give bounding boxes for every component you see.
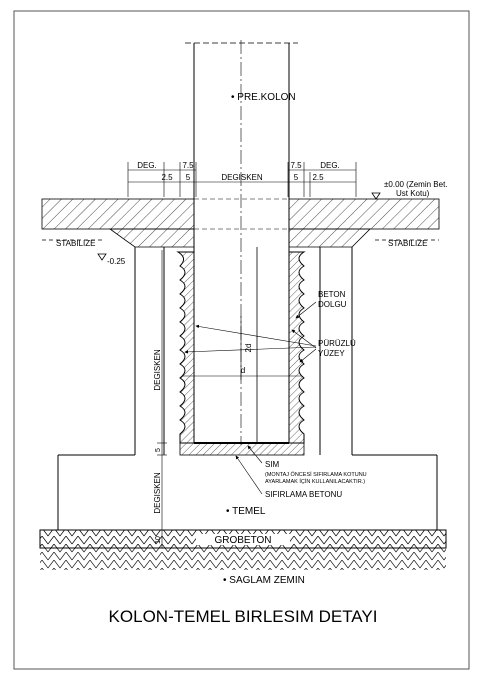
zemin-line2: Ust Kotu)	[396, 189, 430, 198]
level-marker-icon	[371, 192, 381, 200]
dim-75-right: 7.5	[290, 161, 302, 170]
label-beton-1: BETON	[318, 290, 346, 299]
floor-slab	[41, 198, 440, 248]
leader-puruzlu-d	[299, 348, 317, 363]
level-minus-025: -0.25	[107, 257, 126, 266]
grout-fill-left	[176, 251, 195, 444]
label-puruzlu-2: YÜZEY	[318, 349, 345, 358]
leader-puruzlu-c	[291, 329, 317, 349]
stabilize-left: STABILIZE	[56, 239, 95, 248]
leader-puruzlu-b	[184, 346, 317, 354]
dim-10-grobeton: 10	[155, 536, 162, 544]
leader-sim	[247, 445, 263, 464]
dim-25-right: 2.5	[312, 173, 324, 182]
label-puruzlu-1: PÜRÜZLÜ	[318, 339, 356, 348]
foundation-socket	[134, 247, 353, 455]
grobeton-label-bg	[196, 534, 290, 545]
label-saglam-zemin: • SAGLAM ZEMIN	[223, 575, 305, 586]
drawing-title: KOLON-TEMEL BIRLESIM DETAYI	[109, 607, 378, 626]
dim-25-left: 2.5	[161, 173, 173, 182]
label-sifirlama: SIFIRLAMA BETONU	[265, 490, 342, 499]
label-temel: • TEMEL	[226, 506, 266, 517]
leader-puruzlu-a	[195, 324, 317, 347]
level-marker-small-icon	[97, 253, 107, 261]
foundation-outline	[57, 454, 438, 530]
dim-degisken-foundation: DEGISKEN	[153, 472, 162, 514]
levelling-concrete	[179, 442, 305, 456]
dim-2d-label: 2d	[244, 344, 253, 353]
label-sim-note-2: AYARLAMAK İÇİN KULLANILACAKTIR.)	[265, 478, 365, 485]
precast-column	[185, 42, 298, 444]
dim-5-left: 5	[186, 173, 191, 182]
label-sim: SIM	[265, 460, 280, 469]
left-dimensions	[157, 250, 167, 549]
dim-5-bottom: 5	[155, 448, 162, 452]
leader-sifirlama	[235, 455, 263, 495]
dim-d-label: d	[241, 366, 245, 375]
dim-degisken-socket: DEGISKEN	[153, 349, 162, 391]
dim-5-right: 5	[294, 173, 299, 182]
label-beton-2: DOLGU	[318, 300, 347, 309]
top-dimensions	[127, 162, 357, 197]
grobeton-label: GROBETON	[214, 535, 271, 546]
solid-ground-pattern	[40, 548, 446, 570]
label-prekolon: • PRE.KOLON	[231, 92, 296, 103]
label-sim-note-1: (MONTAJ ÖNCESİ SIFIRLAMA KOTUNU	[265, 471, 367, 478]
dim-75-left: 7.5	[182, 161, 194, 170]
sheet-frame	[13, 10, 470, 670]
leader-beton	[295, 301, 317, 319]
dim-deg-right: DEG.	[320, 161, 340, 170]
zemin-line1: ±0.00 (Zemin Bet.	[384, 180, 448, 189]
stabilize-right: STABILIZE	[388, 239, 427, 248]
dim-degisken-top: DEGISKEN	[221, 173, 263, 182]
dim-deg-left: DEG.	[137, 161, 157, 170]
